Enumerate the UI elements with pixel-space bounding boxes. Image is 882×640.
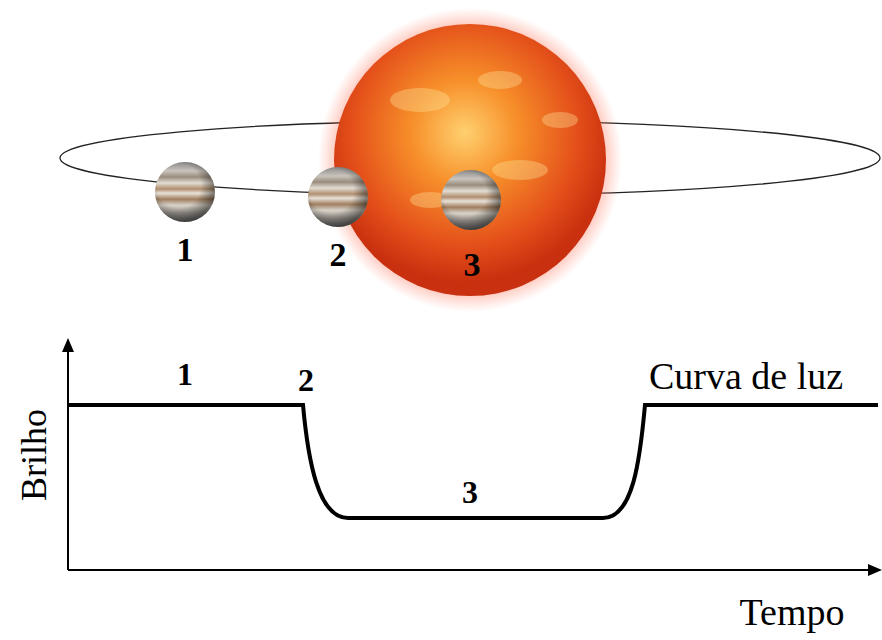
phase-number: 1 (177, 358, 193, 390)
callout-number: 1 (177, 233, 194, 267)
callout-number: 2 (330, 238, 347, 272)
phase-number: 2 (298, 364, 314, 396)
curve-title: Curva de luz (649, 357, 843, 395)
axis-label: Brilho (16, 409, 52, 501)
callout-number: 3 (464, 248, 481, 282)
phase-number: 3 (462, 476, 478, 508)
axis-label: Tempo (740, 593, 845, 631)
